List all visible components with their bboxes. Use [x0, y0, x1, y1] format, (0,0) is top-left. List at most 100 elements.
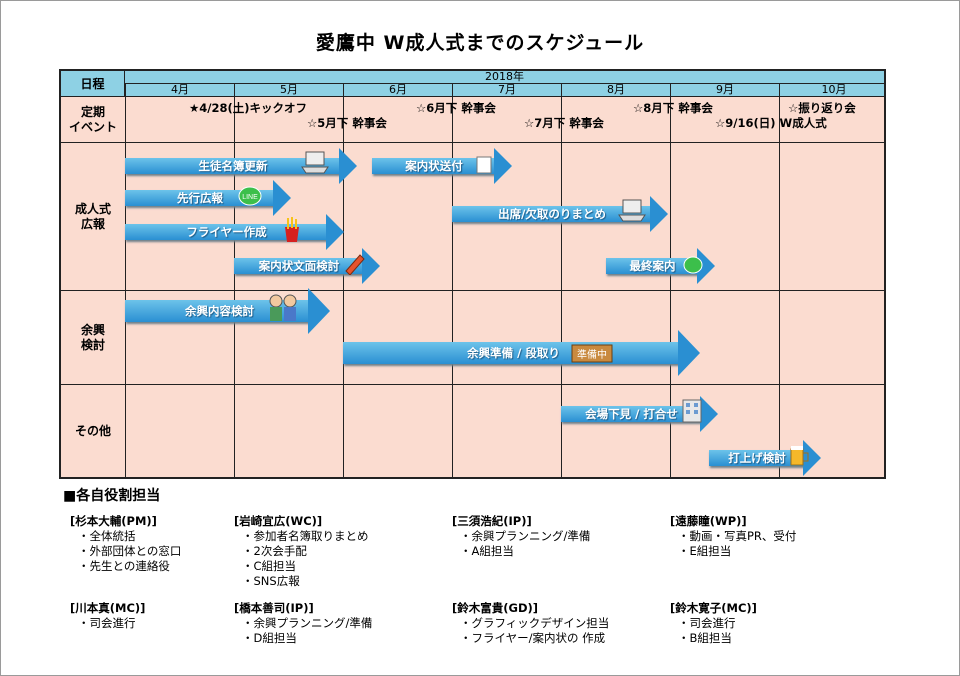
task-bar: フライヤー作成 [125, 214, 344, 250]
task-label: 最終案内 [629, 259, 676, 273]
event-meeting: ☆8月下 幹事会 [633, 101, 713, 115]
label-divider [125, 97, 126, 477]
role-item: ・余興プランニング/準備 [242, 616, 373, 630]
role-item: ・A組担当 [460, 544, 514, 558]
task-label: 案内状文面検討 [258, 259, 340, 273]
task-label: 余興準備 / 段取り [467, 346, 560, 360]
event-meeting: ☆5月下 幹事会 [307, 116, 387, 130]
building-icon [682, 399, 702, 423]
role-block: [鈴木富貴(GD)] ・グラフィックデザイン担当 ・フライヤー/案内状の 作成 [452, 601, 609, 646]
task-bar: 最終案内 [606, 248, 715, 284]
role-block: [鈴木寛子(MC)] ・司会進行 ・B組担当 [670, 601, 757, 646]
roles-title: ■各自役割担当 [63, 488, 161, 504]
role-item: ・先生との連絡役 [78, 559, 170, 573]
month-label: 10月 [779, 84, 888, 96]
row-label-pr: 成人式広報 [61, 143, 125, 290]
month-gridline [670, 97, 671, 477]
task-label: 打上げ検討 [728, 451, 786, 465]
page-title: 愛鷹中 W成人式までのスケジュール [315, 32, 645, 54]
month-header: 4月 5月 6月 7月 8月 9月 10月 [125, 84, 884, 97]
event-review: ☆振り返り会 [788, 101, 856, 115]
role-item: ・D組担当 [242, 631, 297, 645]
role-item: ・動画・写真PR、受付 [678, 529, 797, 543]
month-label: 4月 [125, 84, 234, 96]
month-gridline [452, 97, 453, 477]
row-label-line: 余興 [80, 322, 105, 337]
header-label: 日程 [61, 71, 125, 97]
month-label: 6月 [343, 84, 452, 96]
task-bar: 余興内容検討 [125, 288, 330, 334]
line-icon: LINE [238, 186, 262, 206]
role-name: [川本真(MC)] [70, 601, 146, 615]
line-icon [683, 256, 703, 274]
role-block: [川本真(MC)] ・司会進行 [70, 601, 145, 631]
role-item: ・E組担当 [678, 544, 732, 558]
row-divider [61, 290, 884, 291]
laptop-icon [618, 199, 646, 222]
month-label: 5月 [234, 84, 343, 96]
task-bar: 余興準備 / 段取り 準備中 [343, 330, 700, 376]
row-label-other: その他 [61, 385, 125, 477]
role-item: ・フライヤー/案内状の 作成 [460, 631, 606, 645]
month-gridline [234, 97, 235, 477]
schedule-gantt: 日程 2018年 4月 5月 6月 7月 8月 9月 10月 定期イベント 成人… [59, 69, 886, 479]
task-label: 余興内容検討 [185, 304, 254, 318]
role-item: ・B組担当 [678, 631, 732, 645]
year-label: 2018年 [125, 71, 884, 84]
task-label: フライヤー作成 [186, 225, 267, 239]
row-label-line: 成人式 [74, 201, 111, 216]
role-item: ・余興プランニング/準備 [460, 529, 591, 543]
task-bar: 先行広報 LINE [125, 180, 291, 216]
task-label: 先行広報 [177, 191, 223, 205]
role-name: [遠藤瞳(WP)] [670, 514, 747, 528]
role-block: [岩崎宜広(WC)] ・参加者名簿取りまとめ ・2次会手配 ・C組担当 ・SNS… [234, 514, 369, 589]
event-meeting: ☆7月下 幹事会 [524, 116, 604, 130]
laptop-icon [301, 151, 329, 174]
task-bar: 案内状文面検討 [234, 248, 380, 284]
row-divider [61, 384, 884, 385]
task-bar: 会場下見 / 打合せ [561, 396, 718, 432]
role-item: ・2次会手配 [242, 544, 307, 558]
row-label-line: イベント [68, 119, 117, 134]
row-label-line: その他 [74, 423, 111, 438]
role-block: [橋本善司(IP)] ・余興プランニング/準備 ・D組担当 [234, 601, 372, 646]
task-bar: 案内状送付 [372, 148, 512, 184]
role-item: ・参加者名簿取りまとめ [242, 529, 369, 543]
role-item: ・SNS広報 [242, 574, 300, 588]
role-block: [三須浩紀(IP)] ・余興プランニング/準備 ・A組担当 [452, 514, 590, 559]
role-item: ・全体統括 [78, 529, 136, 543]
task-label: 出席/欠取のりまとめ [498, 207, 606, 221]
event-kickoff: ★4/28(土)キックオフ [189, 101, 308, 115]
row-label-events: 定期イベント [61, 97, 125, 142]
task-bar: 生徒名簿更新 [125, 148, 357, 184]
task-label: 生徒名簿更新 [198, 159, 268, 173]
task-label: 案内状送付 [405, 159, 463, 173]
role-block: [遠藤瞳(WP)] ・動画・写真PR、受付 ・E組担当 [670, 514, 796, 559]
row-label-entertainment: 余興検討 [61, 291, 125, 384]
month-gridline [561, 97, 562, 477]
role-name: [橋本善司(IP)] [234, 601, 314, 615]
month-gridline [779, 97, 780, 477]
row-label-line: 定期 [80, 104, 105, 119]
role-block: [杉本大輔(PM)] ・全体統括 ・外部団体との窓口 ・先生との連絡役 [70, 514, 181, 574]
month-label: 9月 [670, 84, 779, 96]
role-name: [鈴木寛子(MC)] [670, 601, 757, 615]
people-icon [269, 294, 297, 321]
sign-icon: 準備中 [571, 344, 613, 363]
role-item: ・外部団体との窓口 [78, 544, 182, 558]
event-meeting: ☆6月下 幹事会 [416, 101, 496, 115]
role-name: [鈴木富貴(GD)] [452, 601, 539, 615]
month-label: 8月 [561, 84, 670, 96]
role-name: [三須浩紀(IP)] [452, 514, 532, 528]
role-name: [岩崎宜広(WC)] [234, 514, 323, 528]
role-name: [杉本大輔(PM)] [70, 514, 157, 528]
month-gridline [343, 97, 344, 477]
row-divider [61, 142, 884, 143]
svg-text:LINE: LINE [242, 194, 258, 201]
fries-icon [285, 217, 299, 242]
pencil-icon [345, 254, 365, 275]
task-bar: 出席/欠取のりまとめ [452, 196, 668, 232]
event-ceremony: ☆9/16(日) W成人式 [715, 116, 827, 130]
beer-icon [790, 446, 809, 466]
role-item: ・グラフィックデザイン担当 [460, 616, 610, 630]
